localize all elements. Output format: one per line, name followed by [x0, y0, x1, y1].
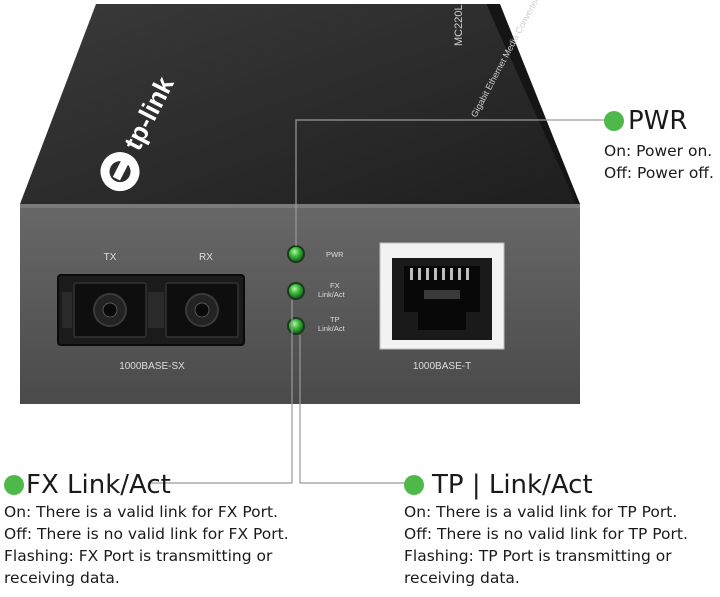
- fx-annotation: FX Link/Act On: There is a valid link fo…: [4, 470, 289, 589]
- fx-annotation-line: receiving data.: [4, 569, 120, 587]
- sc-fiber-port-icon: [57, 274, 245, 346]
- pwr-annotation: PWR On: Power on. Off: Power off.: [604, 106, 714, 184]
- rj45-port-icon: [379, 242, 505, 350]
- led-indicator-icon: [287, 317, 305, 335]
- fx-annotation-line: Off: There is no valid link for FX Port.: [4, 525, 289, 543]
- fx-annotation-title: FX Link/Act: [26, 470, 171, 500]
- green-dot-icon: [4, 475, 24, 495]
- led-fx-label-1: FX: [330, 281, 340, 290]
- fx-annotation-line: Flashing: FX Port is transmitting or: [4, 547, 273, 565]
- model-text: MC220L: [453, 4, 465, 46]
- device-top-face: [20, 4, 580, 204]
- green-dot-icon: [404, 475, 424, 495]
- tp-annotation-title: TP | Link/Act: [432, 470, 593, 500]
- tp-annotation-line: On: There is a valid link for TP Port.: [404, 503, 678, 521]
- pwr-annotation-header: PWR: [604, 106, 714, 136]
- led-indicator-icon: [287, 282, 305, 300]
- tp-annotation-header: TP | Link/Act: [404, 470, 688, 500]
- tp-annotation: TP | Link/Act On: There is a valid link …: [404, 470, 688, 589]
- tp-annotation-line: Off: There is no valid link for TP Port.: [404, 525, 688, 543]
- tp-annotation-line: receiving data.: [404, 569, 520, 587]
- tx-label: TX: [104, 252, 117, 263]
- led-tp-label-1: TP: [330, 315, 340, 324]
- led-indicator-icon: [287, 245, 305, 263]
- pwr-leader-line: [295, 119, 605, 246]
- fx-annotation-line: On: There is a valid link for FX Port.: [4, 503, 278, 521]
- pwr-annotation-line: Off: Power off.: [604, 164, 714, 182]
- led-tp-label-2: Link/Act: [318, 324, 346, 333]
- tp-leader-line: [299, 335, 405, 484]
- pwr-annotation-line: On: Power on.: [604, 142, 713, 160]
- rx-label: RX: [199, 252, 213, 263]
- green-dot-icon: [604, 111, 624, 131]
- device-side-face: [486, 4, 580, 212]
- fx-annotation-header: FX Link/Act: [4, 470, 289, 500]
- pwr-annotation-title: PWR: [628, 106, 688, 136]
- fx-leader-line: [150, 300, 293, 484]
- led-pwr-label: PWR: [326, 250, 344, 259]
- rj45-port-label: 1000BASE-T: [413, 361, 471, 372]
- fiber-port-label: 1000BASE-SX: [119, 361, 185, 372]
- tp-annotation-line: Flashing: TP Port is transmitting or: [404, 547, 672, 565]
- led-fx-label-2: Link/Act: [318, 290, 346, 299]
